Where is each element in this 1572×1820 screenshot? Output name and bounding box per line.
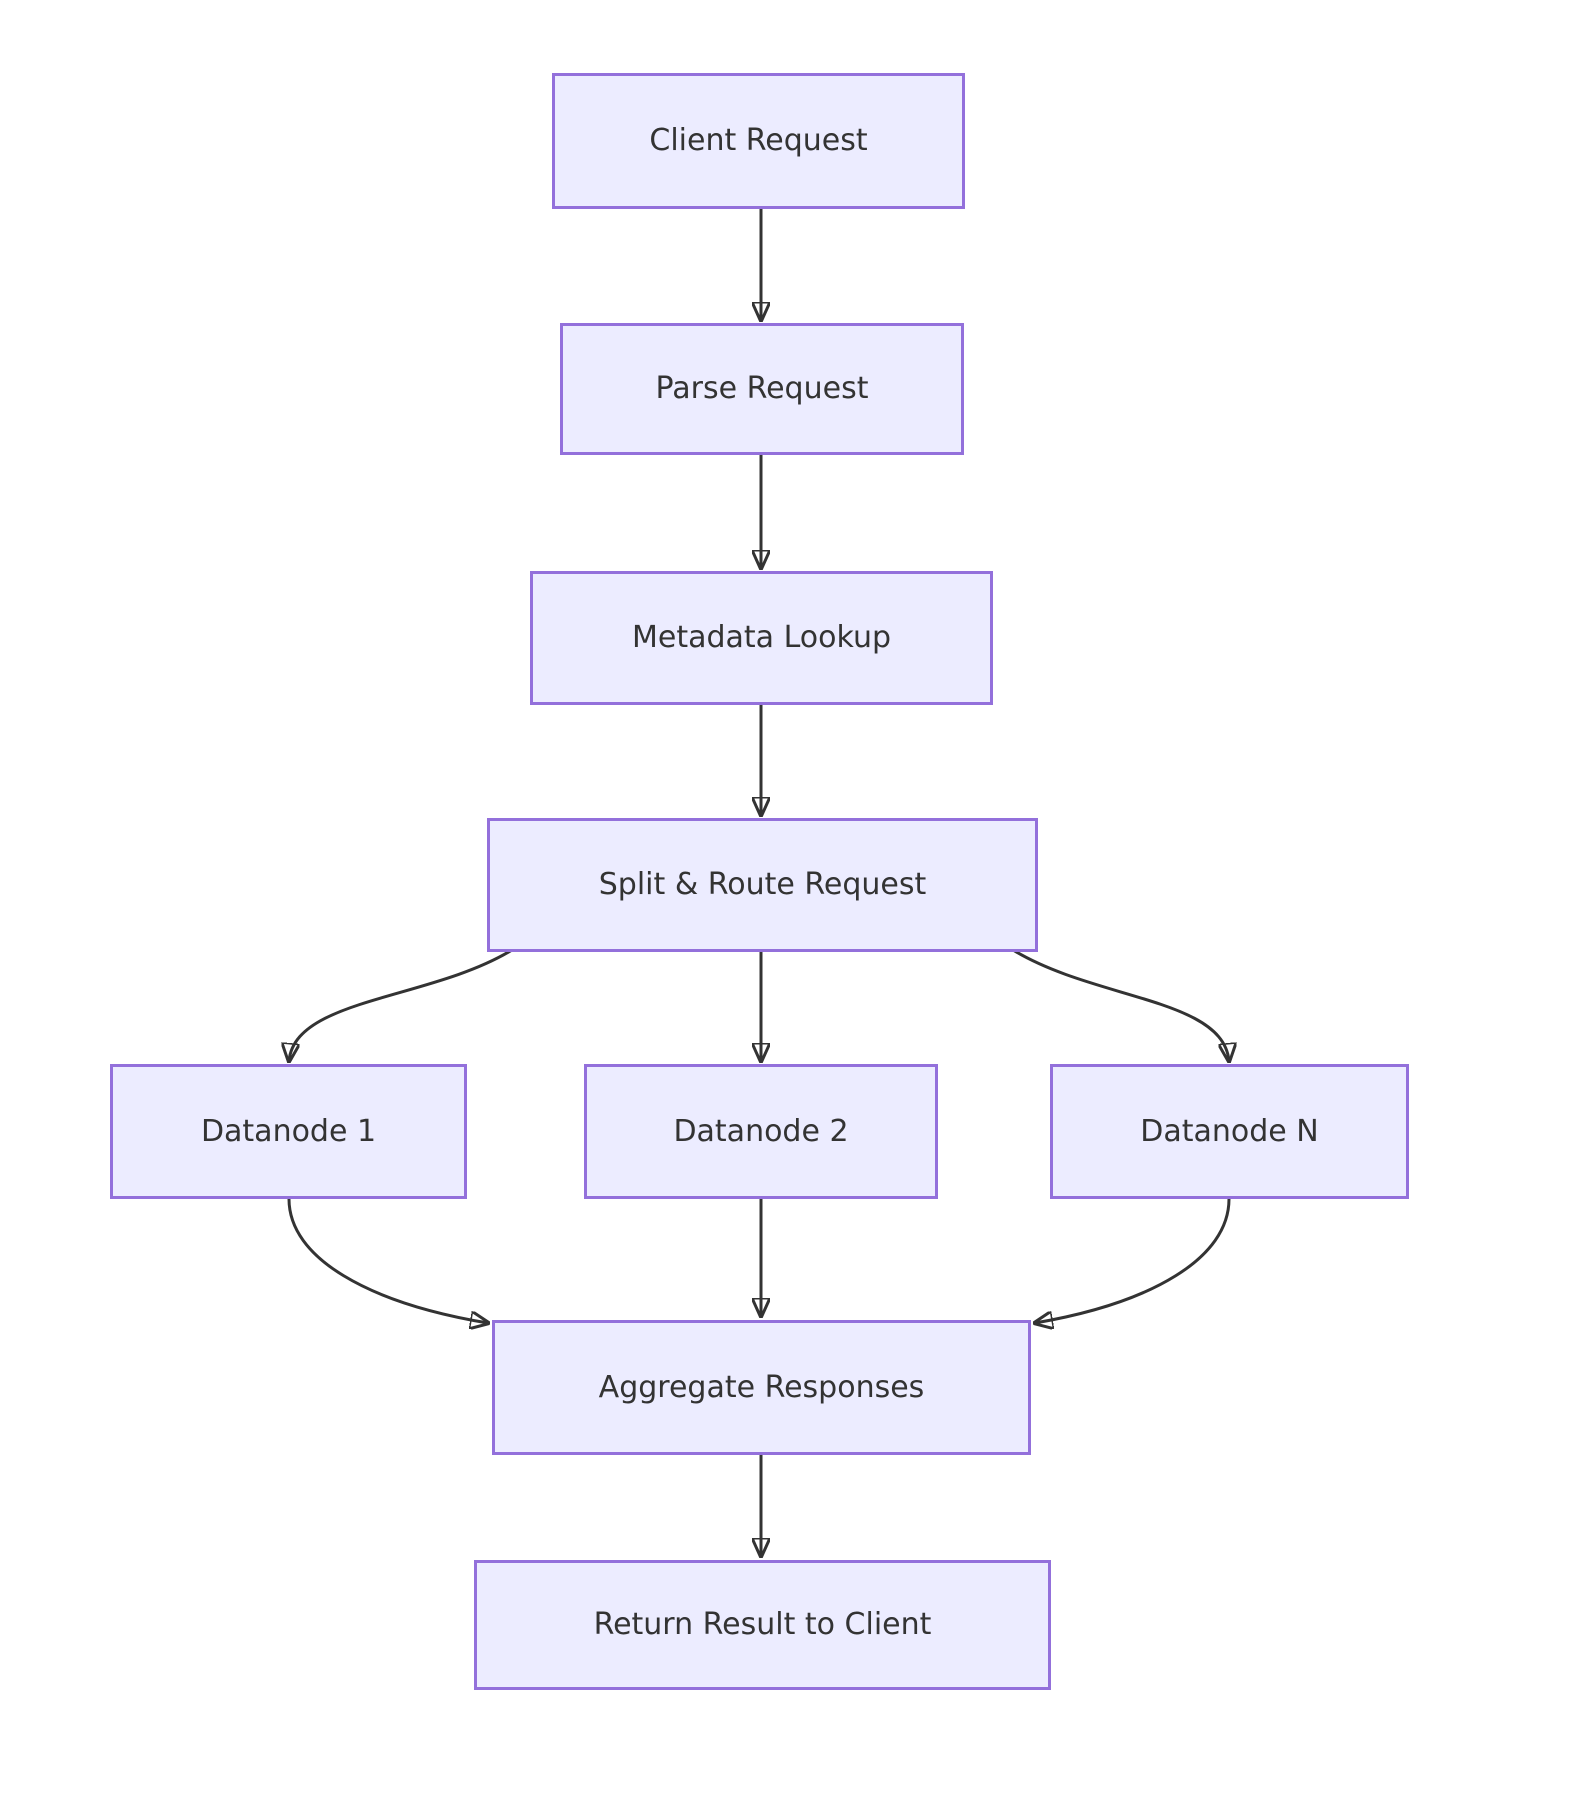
edge-split-to-datanode-1 [289, 948, 513, 1061]
node-datanode-n: Datanode N [1050, 1064, 1409, 1199]
node-aggregate-responses: Aggregate Responses [492, 1320, 1031, 1455]
edge-datanode-1-to-aggregate [287, 1198, 488, 1323]
node-datanode-2: Datanode 2 [584, 1064, 938, 1199]
edge-datanode-n-to-aggregate [1035, 1198, 1231, 1323]
node-split-route-request-label: Split & Route Request [598, 867, 927, 902]
node-metadata-lookup-label: Metadata Lookup [632, 620, 891, 655]
node-datanode-2-label: Datanode 2 [673, 1113, 849, 1149]
node-split-route-request: Split & Route Request [487, 818, 1038, 952]
node-return-result-label: Return Result to Client [593, 1607, 932, 1642]
node-metadata-lookup: Metadata Lookup [530, 571, 993, 705]
node-datanode-1-label: Datanode 1 [200, 1113, 377, 1149]
node-client-request: Client Request [552, 73, 965, 209]
node-datanode-1: Datanode 1 [110, 1064, 467, 1199]
node-parse-request-label: Parse Request [655, 371, 869, 406]
edge-split-to-datanode-n [1012, 948, 1229, 1061]
node-return-result: Return Result to Client [474, 1560, 1051, 1690]
node-client-request-label: Client Request [649, 123, 868, 158]
node-aggregate-responses-label: Aggregate Responses [598, 1369, 925, 1405]
node-parse-request: Parse Request [560, 323, 964, 455]
node-datanode-n-label: Datanode N [1140, 1113, 1319, 1149]
